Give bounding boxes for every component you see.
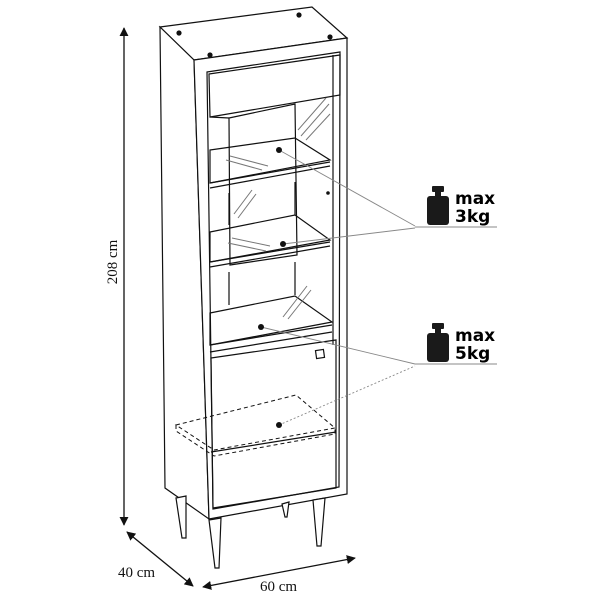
cabinet-legs xyxy=(175,495,326,569)
leg-front-right xyxy=(312,497,326,547)
leg-back-left xyxy=(175,495,187,539)
depth-label: 40 cm xyxy=(118,565,155,581)
height-label: 208 cm xyxy=(105,239,121,284)
shelf-marker-dot xyxy=(258,324,264,330)
depth-dimension: 40 cm xyxy=(118,531,194,587)
glass-shelf-1 xyxy=(209,137,332,184)
glass-reflections xyxy=(225,97,331,320)
shelf-marker-dot xyxy=(276,422,282,428)
top-drawer xyxy=(208,54,341,118)
door-knob xyxy=(314,348,326,360)
weight-label-5kg: max 5kg xyxy=(427,323,495,364)
weight-label-3kg: max 3kg xyxy=(427,186,495,227)
leg-front-left xyxy=(208,517,222,569)
width-label: 60 cm xyxy=(260,579,297,595)
weight-label-line1: max xyxy=(455,326,495,346)
shelf-marker-dot xyxy=(276,147,282,153)
weight-label-line2: 5kg xyxy=(455,344,490,364)
cabinet-front-frame xyxy=(193,37,348,520)
shelf-marker-dot xyxy=(280,241,286,247)
screw-hole xyxy=(176,30,182,36)
height-dimension: 208 cm xyxy=(105,27,129,526)
weight-label-line1: max xyxy=(455,189,495,209)
screw-hole xyxy=(327,34,333,40)
glass-shelf-2 xyxy=(209,214,332,263)
glass-shelf-3 xyxy=(209,295,334,346)
weight-label-line2: 3kg xyxy=(455,207,490,227)
width-dimension: 60 cm xyxy=(202,555,356,595)
weight-icon xyxy=(427,323,449,362)
leg-back-right xyxy=(281,501,290,518)
lower-door xyxy=(210,339,337,509)
cabinet xyxy=(158,6,349,521)
screw-hole xyxy=(207,52,213,58)
shelf-markers xyxy=(258,147,286,428)
screw-hole xyxy=(296,12,302,18)
weight-icon xyxy=(427,186,449,225)
leader-lines xyxy=(260,149,497,426)
